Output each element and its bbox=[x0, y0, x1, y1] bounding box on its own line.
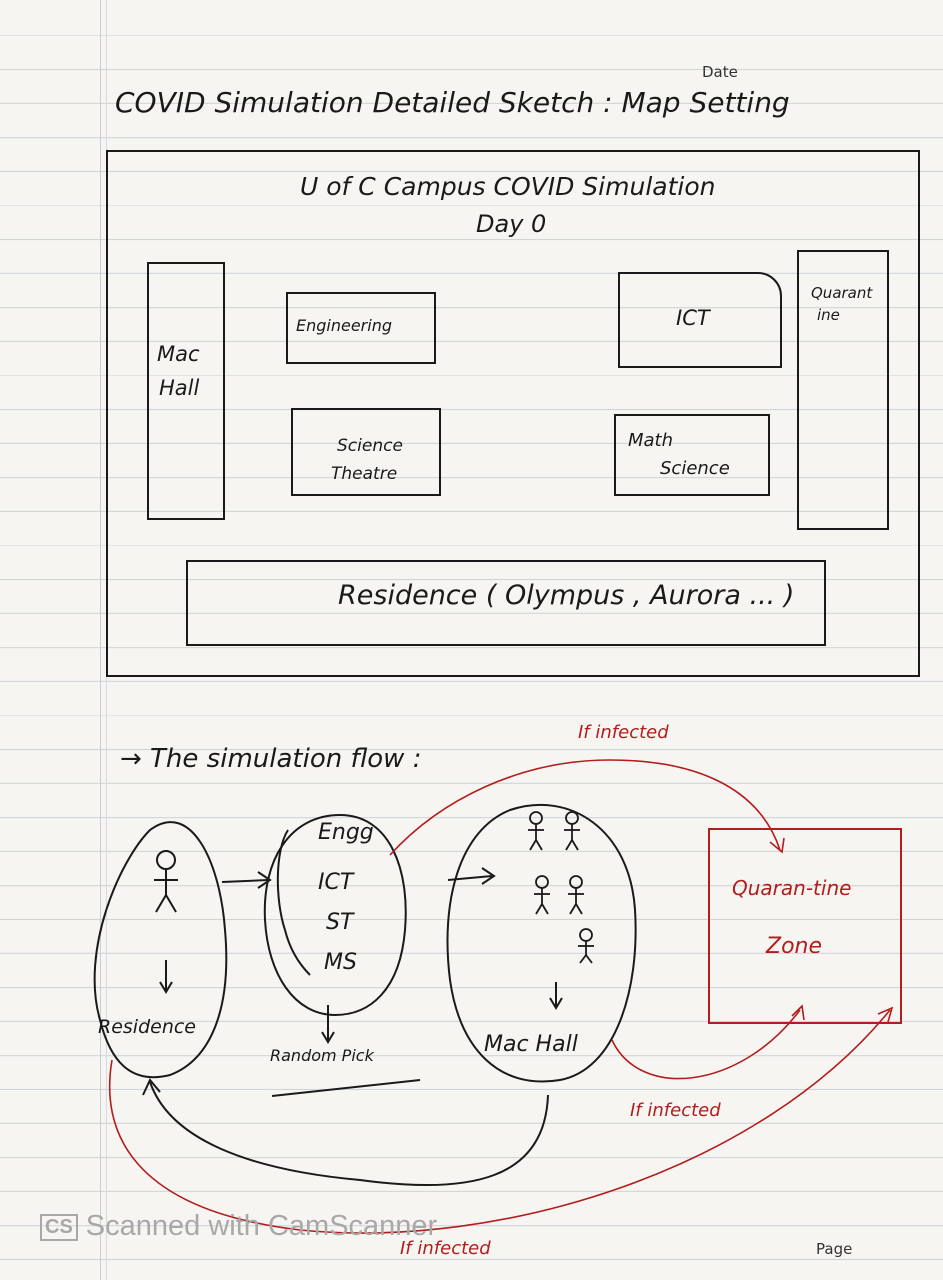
if-infected-label-bottom: If infected bbox=[400, 1238, 491, 1259]
quarantine-zone-box: Quaran-tine Zone bbox=[708, 828, 902, 1024]
quarantine-zone-label-line2: Zone bbox=[766, 934, 823, 959]
quarantine-label-line1: Quarant bbox=[811, 284, 873, 302]
quarantine-label-line2: ine bbox=[817, 306, 840, 324]
map-heading: U of C Campus COVID Simulation bbox=[300, 172, 716, 201]
residence-oval bbox=[93, 821, 228, 1079]
if-infected-label-middle: If infected bbox=[630, 1100, 721, 1121]
camscanner-badge: CS bbox=[40, 1213, 78, 1241]
sketch-title: COVID Simulation Detailed Sketch : Map S… bbox=[115, 86, 790, 119]
flow-building-engg: Engg bbox=[318, 820, 374, 845]
mac-hall-oval bbox=[446, 804, 637, 1083]
date-label: Date bbox=[702, 63, 738, 81]
science-theatre-label-line1: Science bbox=[337, 436, 403, 456]
building-engineering: Engineering bbox=[286, 292, 436, 364]
math-science-label-line2: Science bbox=[660, 458, 730, 479]
quarantine-zone-label-line1: Quaran-tine bbox=[732, 876, 852, 900]
building-mac-hall: Mac Hall bbox=[147, 262, 225, 520]
map-day: Day 0 bbox=[476, 210, 547, 238]
building-math-science: Math Science bbox=[614, 414, 770, 496]
science-theatre-label-line2: Theatre bbox=[331, 464, 398, 484]
building-ict: ICT bbox=[618, 272, 782, 368]
building-science-theatre: Science Theatre bbox=[291, 408, 441, 496]
random-pick-label: Random Pick bbox=[270, 1046, 374, 1065]
page-label: Page bbox=[816, 1240, 853, 1258]
people-icons-mac-hall bbox=[528, 811, 594, 964]
infection-paths bbox=[108, 759, 894, 1234]
person-icon-residence bbox=[154, 850, 178, 994]
ict-label: ICT bbox=[676, 306, 710, 330]
return-path-black bbox=[149, 1081, 549, 1187]
margin-line bbox=[100, 0, 101, 1280]
flow-building-st: ST bbox=[326, 910, 354, 935]
engineering-label: Engineering bbox=[296, 316, 392, 335]
flow-building-ict: ICT bbox=[318, 870, 354, 895]
campus-map-frame bbox=[106, 150, 920, 677]
mac-hall-label-line1: Mac bbox=[157, 342, 200, 366]
building-residence: Residence ( Olympus , Aurora ... ) bbox=[186, 560, 826, 646]
if-infected-label-top: If infected bbox=[578, 722, 669, 743]
math-science-label-line1: Math bbox=[628, 430, 674, 451]
buildings-oval bbox=[263, 813, 407, 1017]
flow-building-ms: MS bbox=[324, 950, 357, 975]
flow-arrows bbox=[221, 829, 563, 1097]
residence-label: Residence ( Olympus , Aurora ... ) bbox=[338, 580, 795, 611]
mac-hall-label-line2: Hall bbox=[159, 376, 200, 400]
building-quarantine: Quarant ine bbox=[797, 250, 889, 530]
flow-residence-label: Residence bbox=[98, 1016, 196, 1038]
flow-mac-hall-label: Mac Hall bbox=[484, 1032, 578, 1057]
camscanner-text: Scanned with CamScanner bbox=[85, 1210, 438, 1242]
flow-heading: → The simulation flow : bbox=[120, 744, 422, 774]
